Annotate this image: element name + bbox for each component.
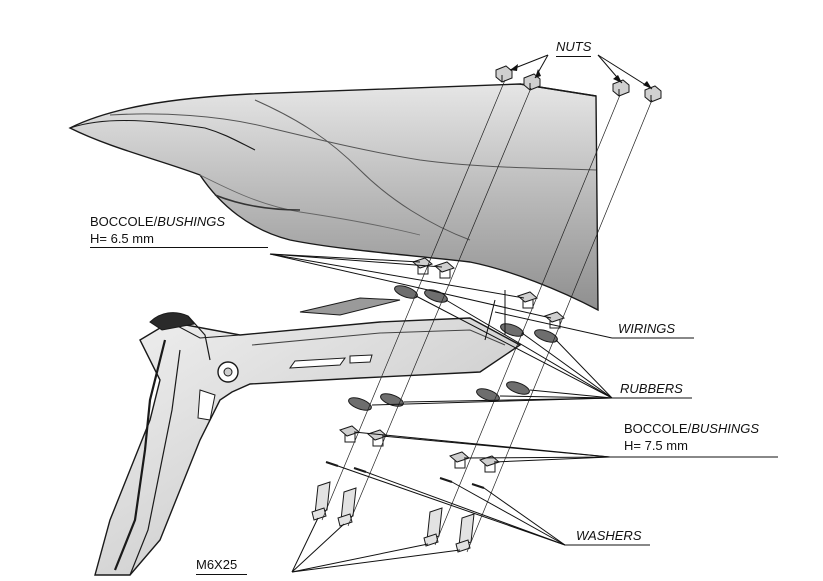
rubber bbox=[506, 381, 530, 395]
label-wirings: WIRINGS bbox=[618, 322, 675, 335]
rubbers-text: RUBBERS bbox=[620, 381, 683, 396]
washer bbox=[325, 461, 339, 467]
bushing bbox=[517, 291, 538, 309]
bushing bbox=[339, 425, 360, 443]
washer bbox=[353, 467, 367, 473]
label-rubbers: RUBBERS bbox=[620, 382, 683, 395]
wirings-text: WIRINGS bbox=[618, 321, 676, 336]
rubber bbox=[476, 388, 500, 402]
rubber bbox=[394, 285, 418, 299]
bushings-upper-it-prefix: BOCCOLE/ bbox=[90, 214, 158, 229]
nut bbox=[523, 73, 541, 91]
bolt bbox=[337, 487, 357, 527]
bushing bbox=[434, 261, 455, 279]
bushing bbox=[544, 311, 565, 329]
bushings-upper-height: H= 6.5 mm bbox=[90, 232, 268, 248]
rubber bbox=[424, 289, 448, 303]
washers-group bbox=[325, 461, 485, 489]
bolt bbox=[423, 507, 443, 547]
bushings-upper-group bbox=[412, 257, 565, 329]
bushings-lower-group bbox=[339, 425, 500, 473]
rear-subframe bbox=[94, 297, 522, 576]
rubber bbox=[348, 397, 372, 411]
nut bbox=[495, 65, 513, 83]
arrowheads bbox=[510, 64, 652, 89]
bushings-upper-en: BUSHINGS bbox=[157, 214, 226, 229]
washer bbox=[471, 483, 485, 489]
bushing bbox=[449, 451, 470, 469]
label-nuts: NUTS bbox=[556, 39, 592, 57]
nuts-text: NUTS bbox=[556, 39, 592, 57]
nut bbox=[644, 85, 662, 103]
label-bushings-upper: BOCCOLE/BUSHINGS H= 6.5 mm bbox=[90, 215, 268, 248]
bushings-lower-height: H= 7.5 mm bbox=[624, 438, 688, 453]
rubber bbox=[380, 393, 404, 407]
rubbers-lower-group bbox=[348, 381, 530, 411]
bushing bbox=[479, 455, 500, 473]
label-bushings-lower: BOCCOLE/BUSHINGS H= 7.5 mm bbox=[624, 422, 759, 452]
bolt bbox=[311, 481, 331, 521]
bolt bbox=[455, 513, 475, 553]
rubber bbox=[534, 329, 558, 343]
bushings-lower-en: BUSHINGS bbox=[691, 421, 760, 436]
leader-lines bbox=[269, 54, 778, 573]
washer bbox=[439, 477, 453, 483]
bolts-text: M6X25 bbox=[196, 557, 248, 575]
bushing bbox=[367, 429, 388, 447]
nut bbox=[612, 79, 630, 97]
washers-text: WASHERS bbox=[576, 528, 642, 543]
bushings-lower-it-prefix: BOCCOLE/ bbox=[624, 421, 692, 436]
tail-cover bbox=[68, 83, 599, 312]
label-bolts: M6X25 bbox=[196, 557, 248, 575]
bushings-upper-title: BOCCOLE/BUSHINGS bbox=[90, 215, 268, 228]
nuts-group bbox=[495, 65, 662, 103]
bushings-lower-title: BOCCOLE/BUSHINGS bbox=[624, 422, 759, 435]
bolts-group bbox=[311, 481, 475, 553]
label-washers: WASHERS bbox=[576, 529, 642, 542]
